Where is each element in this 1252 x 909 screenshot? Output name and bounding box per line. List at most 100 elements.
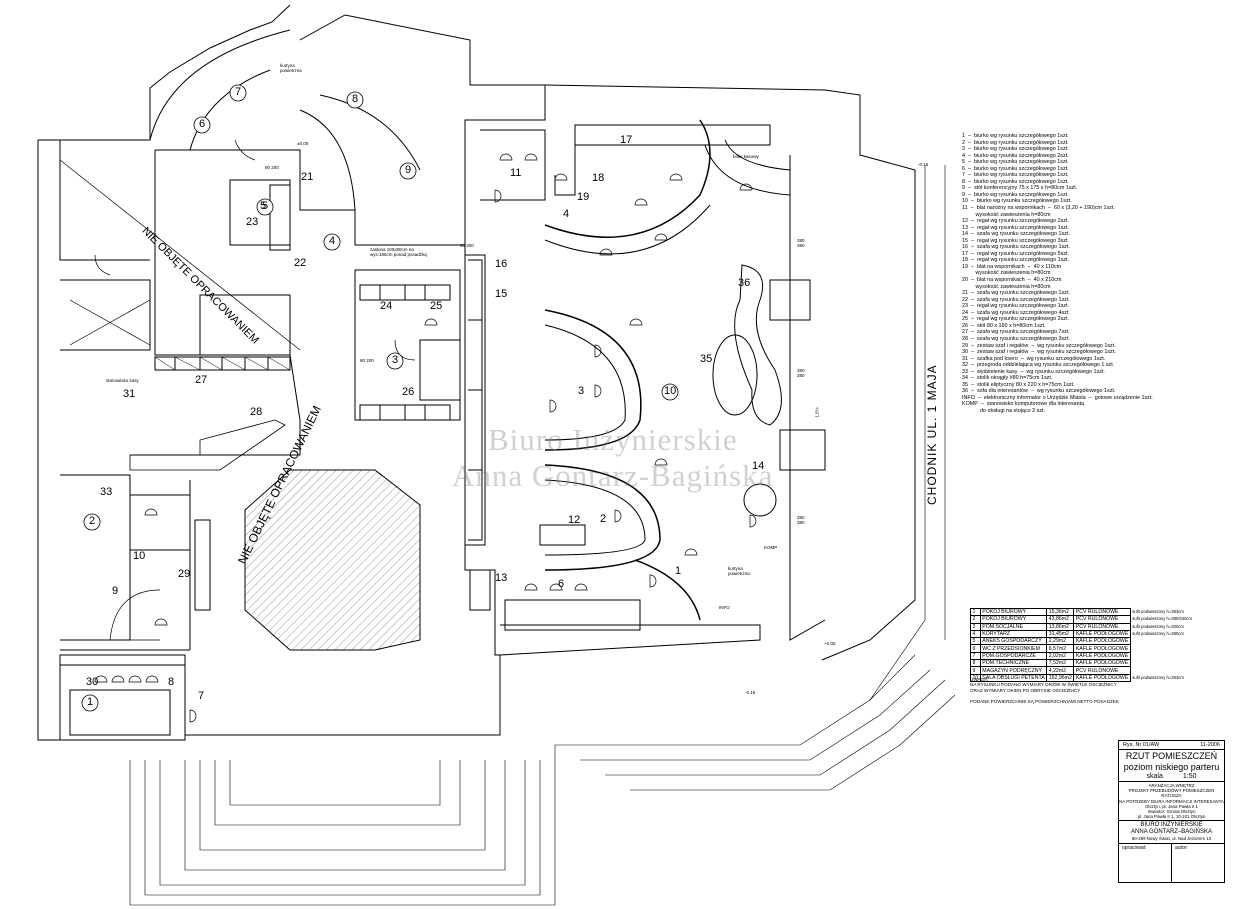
furniture-number: 29: [178, 568, 191, 580]
legend-item: 33 – wydzielenie kasy – wg rysunku szcze…: [962, 368, 1105, 375]
table-cell: POM.TECHNICZNE: [979, 659, 1048, 668]
legend-item: 3 – biurko wg rysunku szczegółowego 1szt…: [962, 146, 1069, 153]
furniture-number: 11: [510, 167, 522, 179]
window-dim: 380 380: [797, 515, 805, 525]
table-cell: POM.SOCJALNE: [979, 622, 1048, 631]
door-dim: 80 200: [460, 243, 474, 248]
note-komp: KOMP: [764, 545, 778, 550]
office-name: BIURO INŻYNIERSKIE: [1140, 822, 1203, 829]
watermark-line2: Anna Gontarz-Bagińska: [452, 458, 774, 493]
room9-arc: [319, 94, 421, 171]
table-cell: sufit podwieszony h=383cm: [1132, 674, 1184, 680]
author: autor:: [1175, 844, 1188, 851]
note-kurtyna: kurtyna powietrzna: [728, 566, 750, 576]
door-dim: 90 200: [265, 165, 279, 170]
furniture-number: 23: [246, 216, 259, 228]
note-line: NA RYSUNKU PODANO WYMIARY DRZWI W ŚWIETL…: [970, 682, 1117, 688]
furniture-number: 1: [675, 565, 682, 577]
furniture-number: 24: [380, 300, 393, 312]
window-dim: 380 380: [797, 238, 805, 248]
furniture-number: 25: [430, 300, 443, 312]
table-cell: [1130, 660, 1194, 667]
sofa-36: [734, 264, 782, 426]
table-cell: PCV RULONOWE: [1073, 666, 1131, 675]
note-line: PODANE POWIERZCHNIE SĄ POWIERZCHNIAMI NE…: [970, 698, 1119, 704]
table-cell: POKÓJ BIUROWY: [979, 607, 1048, 617]
table-cell: 7,52m2: [1046, 659, 1075, 668]
legend-item: 6 – biurko wg rysunku szczegółowego 1szt…: [962, 165, 1069, 172]
note-boks: boks kasowy: [733, 154, 759, 159]
legend-item: 2 – biurko wg rysunku szczegółowego 1szt…: [962, 139, 1069, 146]
furniture-number: 33: [100, 486, 113, 498]
legend-item: 29 – zestaw szaf i regałów – wg rysunku …: [962, 342, 1116, 349]
room-number: 7: [235, 86, 242, 98]
legend-item: 30 – zestaw szaf i regałów – wg rysunku …: [962, 349, 1116, 356]
counter-2b: [544, 479, 646, 556]
legend-item: 13 – regał wg rysunku szczegółowego 1szt…: [962, 224, 1069, 231]
furniture-legend: 1 – biurko wg rysunku szczegółowego 1szt…: [962, 133, 1212, 415]
table-cell: 4,22m2: [1046, 666, 1075, 675]
legend-item: 20 – blat na wspornikach – 40 x 210cm: [962, 277, 1062, 284]
legend-item: 19 – blat na wspornikach – 40 x 110cm: [962, 263, 1062, 270]
furniture-number: 12: [568, 514, 581, 526]
room-number: 10: [664, 385, 677, 397]
legend-item: 5 – biurko wg rysunku szczegółowego 1szt…: [962, 159, 1069, 166]
table-cell: KAFLE PODŁOGOWE: [1073, 651, 1131, 661]
scale-label: skala: [1146, 773, 1163, 780]
furniture-number: 36: [738, 277, 751, 289]
front-stairs: [129, 745, 556, 906]
table-cell: 15,36m2: [1046, 607, 1075, 617]
note-zaslona: zasłona 100x90cm na wys.185cm ponad posa…: [370, 247, 427, 257]
level-mark: -0.16: [745, 690, 756, 695]
furniture-number: 6: [558, 578, 565, 590]
legend-item: 1 – biurko wg rysunku szczegółowego 1szt…: [962, 133, 1069, 139]
drawing-title: RZUT POMIESZCZEŃ: [1125, 751, 1218, 761]
watermark-line1: Biuro Inżynierskie: [488, 422, 738, 457]
furniture-number: 16: [495, 258, 508, 270]
table-cell: 6: [970, 644, 981, 653]
legend-item: 10 – biurko wg rysunku szczegółowego 1sz…: [962, 198, 1072, 205]
legend-item: 9 – stół konferencyjny 75 x 175 x h=80cm…: [962, 185, 1078, 192]
legend-item: 22 – szafa wg rysunku szczegółowego 1szt…: [962, 296, 1070, 303]
note-info: INFO: [719, 605, 730, 610]
counter-4: [544, 119, 711, 238]
room-number: 4: [329, 235, 336, 247]
counter-33: [704, 139, 791, 196]
table-cell: 2,29m2: [1046, 637, 1075, 646]
table-cell: 1: [970, 607, 981, 617]
table-cell: PCV RULONOWE: [1073, 615, 1131, 624]
legend-item: 14 – szafa wg rysunku szczegółowego 1szt…: [962, 231, 1070, 238]
legend-item: 7 – biurko wg rysunku szczegółowego 1szt…: [962, 172, 1069, 179]
drawing-subtitle: poziom niskiego parteru: [1123, 762, 1220, 772]
corridor-arc: [299, 109, 356, 211]
table-cell: 5: [970, 637, 981, 646]
room-number: 5: [262, 200, 269, 212]
legend-item: 24 – szafa wg rysunku szczegółowego 4szt…: [962, 309, 1070, 316]
table-cell: 3: [970, 622, 981, 631]
legend-item: 17 – regał wg rysunku szczegółowego 5szt…: [962, 250, 1069, 257]
legend-item: 12 – regał wg rysunku szczegółowego 2szt…: [962, 218, 1069, 225]
street-label: CHODNIK UL. 1 MAJA: [925, 364, 939, 505]
furniture-number: 7: [198, 690, 205, 702]
table-cell: [1130, 638, 1194, 645]
investor-address: pl. Jana Pawła II 1, 10-101 Olsztyn: [1137, 814, 1206, 820]
furniture-number: 5: [260, 200, 267, 212]
counter-1: [634, 559, 701, 621]
table-cell: 31,45m2: [1046, 629, 1075, 639]
legend-item: wysokość zawieszenia h=80cm: [962, 270, 1051, 277]
room-notes: UWAGA:NA RYSUNKU PODANO WYMIARY DRZWI W …: [970, 677, 1119, 704]
counter-3b: [544, 324, 626, 441]
project-line: NA POTRZEBY BIURA INFORMACJI INTERESANTA: [1119, 798, 1224, 804]
legend-item: 31 – szafka pod ksero – wg rysunku szcze…: [962, 355, 1106, 362]
legend-item: INFO – elektroniczny informator o Urzędz…: [962, 394, 1153, 401]
furniture-number: 8: [168, 676, 175, 688]
